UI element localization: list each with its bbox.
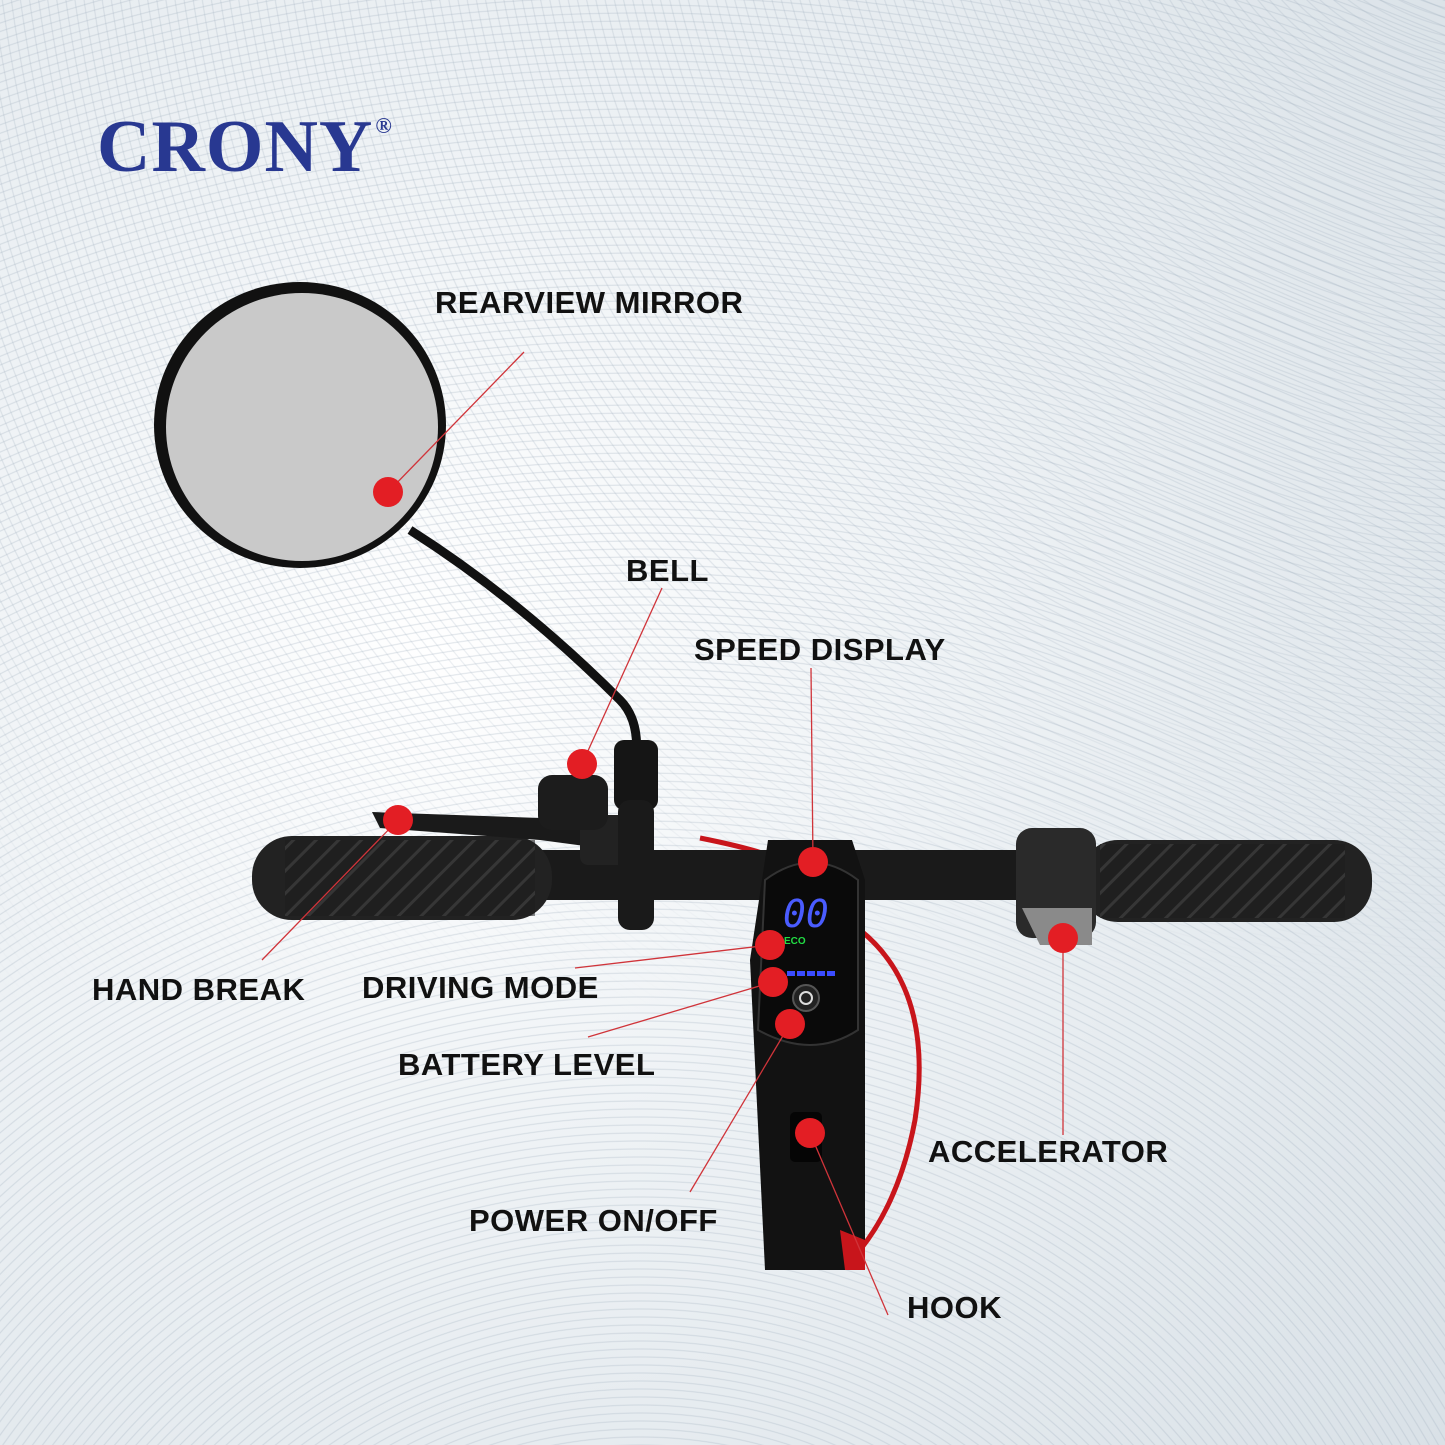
power-button	[792, 984, 820, 1012]
marker-rearview-mirror	[373, 477, 403, 507]
bell	[538, 775, 608, 830]
marker-speed-display	[798, 847, 828, 877]
brand-logo: CRONY®	[97, 106, 393, 188]
marker-hook	[795, 1118, 825, 1148]
display-panel	[756, 861, 859, 1046]
mirror-stem	[407, 526, 642, 761]
label-power: POWER ON/OFF	[469, 1203, 718, 1238]
marker-power	[775, 1009, 805, 1039]
marker-driving-mode	[755, 930, 785, 960]
label-rearview-mirror: REARVIEW MIRROR	[435, 285, 744, 320]
marker-accelerator	[1048, 923, 1078, 953]
label-speed-display: SPEED DISPLAY	[694, 632, 946, 667]
mirror-glass	[166, 293, 438, 561]
label-battery-level: BATTERY LEVEL	[398, 1047, 656, 1082]
battery-bars	[787, 971, 835, 976]
marker-hand-break	[383, 805, 413, 835]
label-hook: HOOK	[907, 1290, 1002, 1325]
label-bell: BELL	[626, 553, 709, 588]
marker-battery-level	[758, 967, 788, 997]
label-hand-break: HAND BREAK	[92, 972, 306, 1007]
label-driving-mode: DRIVING MODE	[362, 970, 599, 1005]
callout-lines	[261, 351, 1064, 1316]
speed-readout: 00	[783, 892, 829, 936]
marker-bell	[567, 749, 597, 779]
mode-readout: ECO	[784, 936, 806, 947]
label-accelerator: ACCELERATOR	[928, 1134, 1169, 1169]
